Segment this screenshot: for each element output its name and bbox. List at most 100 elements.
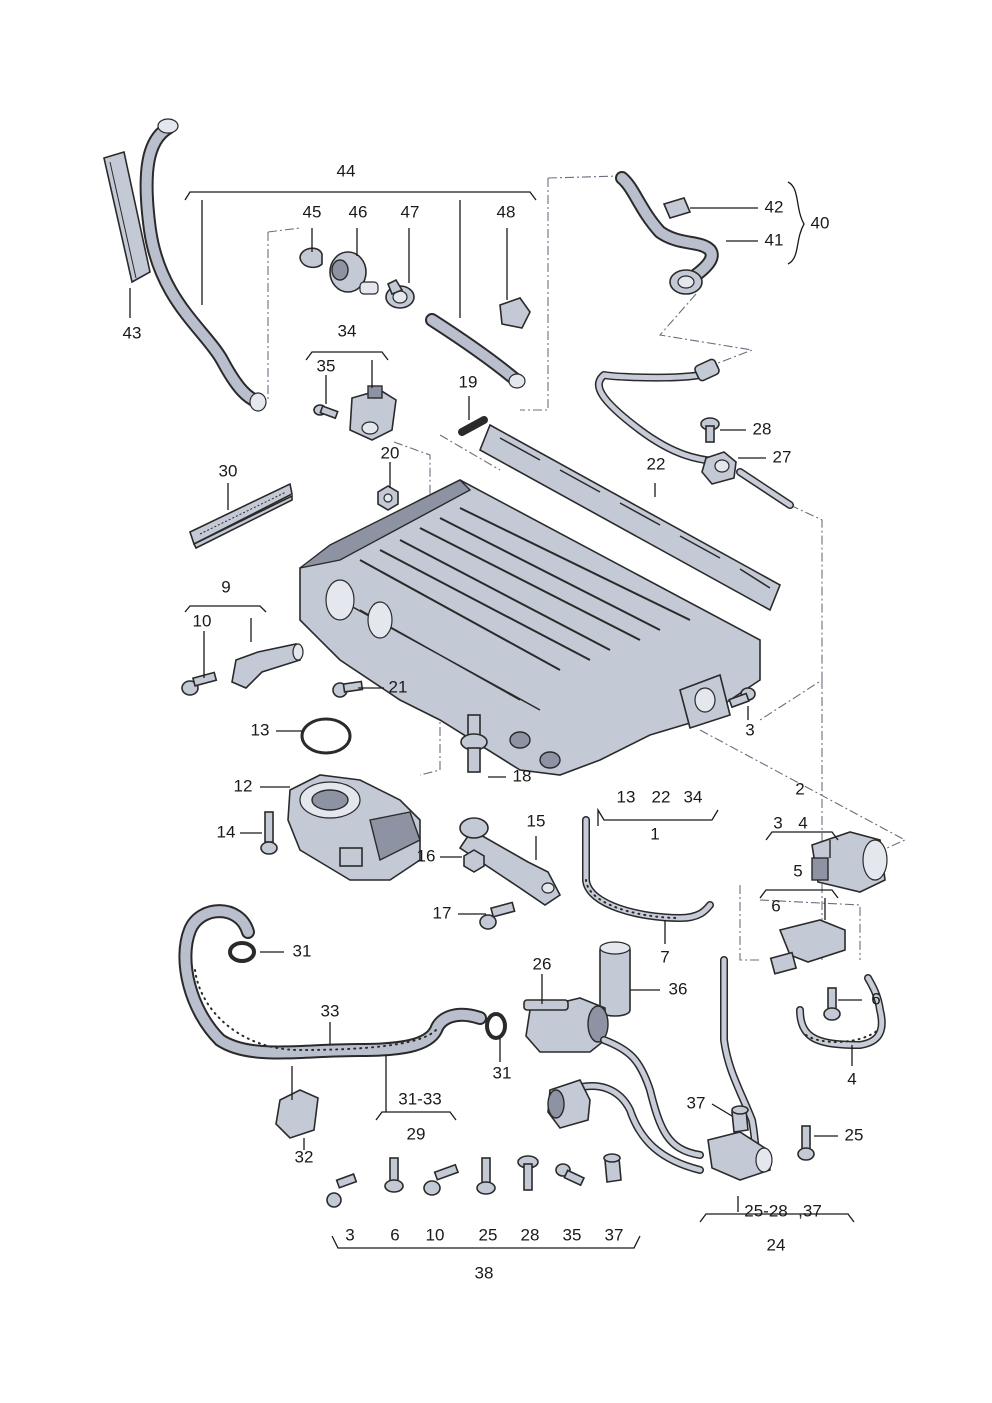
label-43: 43 — [123, 323, 142, 342]
label-36: 36 — [669, 979, 688, 998]
clamp-45 — [299, 247, 323, 269]
part-labels: 43 44 45 46 47 48 42 41 40 34 35 19 28 2… — [123, 161, 881, 1282]
label-21: 21 — [389, 677, 408, 696]
label-group1-22: 22 — [652, 787, 671, 806]
label-25: 25 — [845, 1125, 864, 1144]
strip-30 — [189, 482, 293, 550]
label-30: 30 — [219, 461, 238, 480]
label-19: 19 — [459, 372, 478, 391]
clamp-31-lower — [485, 1012, 507, 1040]
bracket-32 — [275, 1089, 319, 1139]
label-31-lower: 31 — [493, 1063, 512, 1082]
label-33: 33 — [321, 1001, 340, 1020]
label-37: 37 — [687, 1093, 706, 1112]
label-45: 45 — [303, 202, 322, 221]
throttle-body-12 — [287, 774, 421, 881]
label-group1-34: 34 — [684, 787, 703, 806]
label-32: 32 — [295, 1147, 314, 1166]
bolt-25 — [797, 1125, 815, 1161]
label-12: 12 — [234, 776, 253, 795]
fastener-37 — [603, 1153, 622, 1183]
bolt-35 — [313, 404, 339, 420]
leader-lines — [129, 181, 862, 1249]
bolt-14 — [260, 811, 278, 855]
valve-5 — [769, 919, 846, 975]
fastener-25 — [476, 1157, 496, 1195]
vacuum-line — [594, 358, 794, 509]
clamp-47 — [385, 278, 415, 309]
label-42: 42 — [765, 197, 784, 216]
label-5: 5 — [793, 861, 802, 880]
hose-41 — [615, 171, 719, 295]
label-25-28-37: ,37 — [798, 1201, 822, 1220]
hose-44-short — [425, 313, 526, 389]
label-group1-13: 13 — [617, 787, 636, 806]
gasket-22 — [478, 423, 782, 612]
label-28: 28 — [753, 419, 772, 438]
fastener-10 — [423, 1163, 460, 1196]
label-set-3: 3 — [345, 1225, 354, 1244]
label-15: 15 — [527, 811, 546, 830]
bolt-6 — [823, 987, 841, 1021]
label-31-upper: 31 — [293, 941, 312, 960]
sensor-34 — [349, 385, 397, 441]
bolt-28 — [700, 417, 720, 443]
fastener-3 — [326, 1173, 358, 1208]
nut-16 — [463, 849, 485, 873]
label-2-3: 3 — [773, 813, 782, 832]
label-27: 27 — [773, 447, 792, 466]
pipe-assembly-24 — [547, 956, 773, 1181]
hose-44 — [139, 118, 267, 412]
valve-26 — [523, 997, 609, 1053]
label-6: 6 — [871, 989, 880, 1008]
label-5-6: 6 — [771, 896, 780, 915]
nut-20 — [377, 485, 399, 511]
label-34: 34 — [338, 321, 357, 340]
label-24: 24 — [767, 1235, 786, 1254]
label-25-28: 25-28 — [744, 1201, 787, 1220]
label-2-4: 4 — [798, 813, 807, 832]
clamp-31-upper — [228, 941, 256, 963]
label-48: 48 — [497, 202, 516, 221]
bolt-21 — [332, 680, 364, 698]
hose-33 — [178, 904, 487, 1060]
label-29: 29 — [407, 1124, 426, 1143]
stud-18 — [460, 714, 488, 773]
label-14: 14 — [217, 822, 236, 841]
label-3: 3 — [745, 720, 754, 739]
connector-27 — [701, 451, 737, 485]
heat-shield-43 — [103, 150, 151, 284]
bolt-3 — [728, 687, 756, 709]
label-26: 26 — [533, 954, 552, 973]
valve-46 — [329, 251, 379, 295]
label-10: 10 — [193, 611, 212, 630]
label-16: 16 — [417, 846, 436, 865]
hose-4 — [796, 974, 886, 1049]
label-38: 38 — [475, 1263, 494, 1282]
label-set-35: 35 — [563, 1225, 582, 1244]
bolt-10 — [181, 671, 218, 696]
clip-42 — [662, 197, 692, 219]
label-40: 40 — [811, 213, 830, 232]
sensor-9 — [231, 643, 304, 689]
label-set-37: 37 — [605, 1225, 624, 1244]
label-17: 17 — [433, 903, 452, 922]
label-9: 9 — [221, 577, 230, 596]
label-set-6: 6 — [390, 1225, 399, 1244]
label-44: 44 — [337, 161, 356, 180]
label-set-25: 25 — [479, 1225, 498, 1244]
sleeve-36 — [599, 941, 631, 1017]
label-2: 2 — [795, 779, 804, 798]
o-ring-13 — [300, 717, 352, 755]
fastener-6 — [384, 1157, 404, 1193]
intake-manifold — [299, 479, 761, 776]
label-20: 20 — [381, 443, 400, 462]
label-13: 13 — [251, 720, 270, 739]
bracket-48 — [499, 297, 531, 329]
label-7: 7 — [660, 947, 669, 966]
label-41: 41 — [765, 230, 784, 249]
fastener-35 — [555, 1163, 586, 1187]
label-18: 18 — [513, 766, 532, 785]
label-set-28: 28 — [521, 1225, 540, 1244]
